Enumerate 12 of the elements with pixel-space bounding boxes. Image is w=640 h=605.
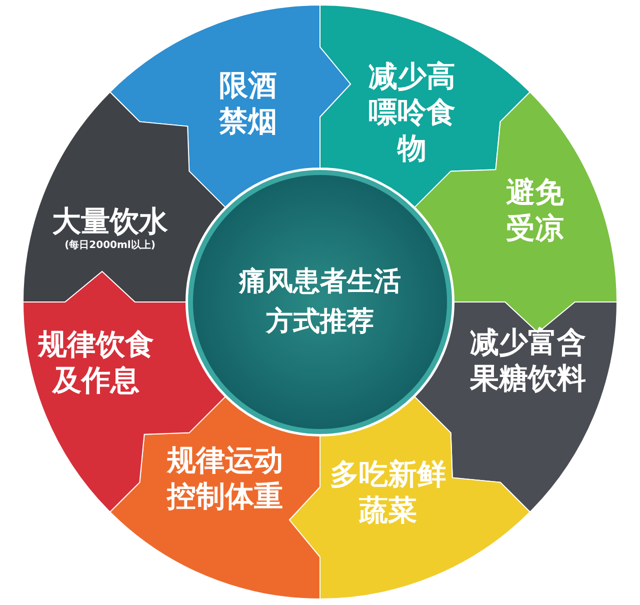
segment-text: 减少高嘌呤食物: [368, 58, 456, 166]
segment-wedge: [110, 4, 352, 208]
segment-text: 规律运动控制体重: [165, 442, 284, 514]
segment-text: 减少富含果糖饮料: [468, 324, 587, 396]
segment-wedge: [288, 396, 530, 600]
segment-note: (每日2000ml以上): [64, 239, 156, 253]
segment-text: 规律饮食及作息: [36, 326, 155, 398]
center-title: 痛风患者生活方式推荐: [238, 265, 402, 339]
segment-text: 大量饮水: [52, 203, 168, 239]
segment-text: 限酒禁烟: [218, 67, 278, 139]
segment-text: 避免受凉: [505, 174, 565, 246]
segment-text: 多吃新鲜蔬菜: [329, 456, 447, 528]
